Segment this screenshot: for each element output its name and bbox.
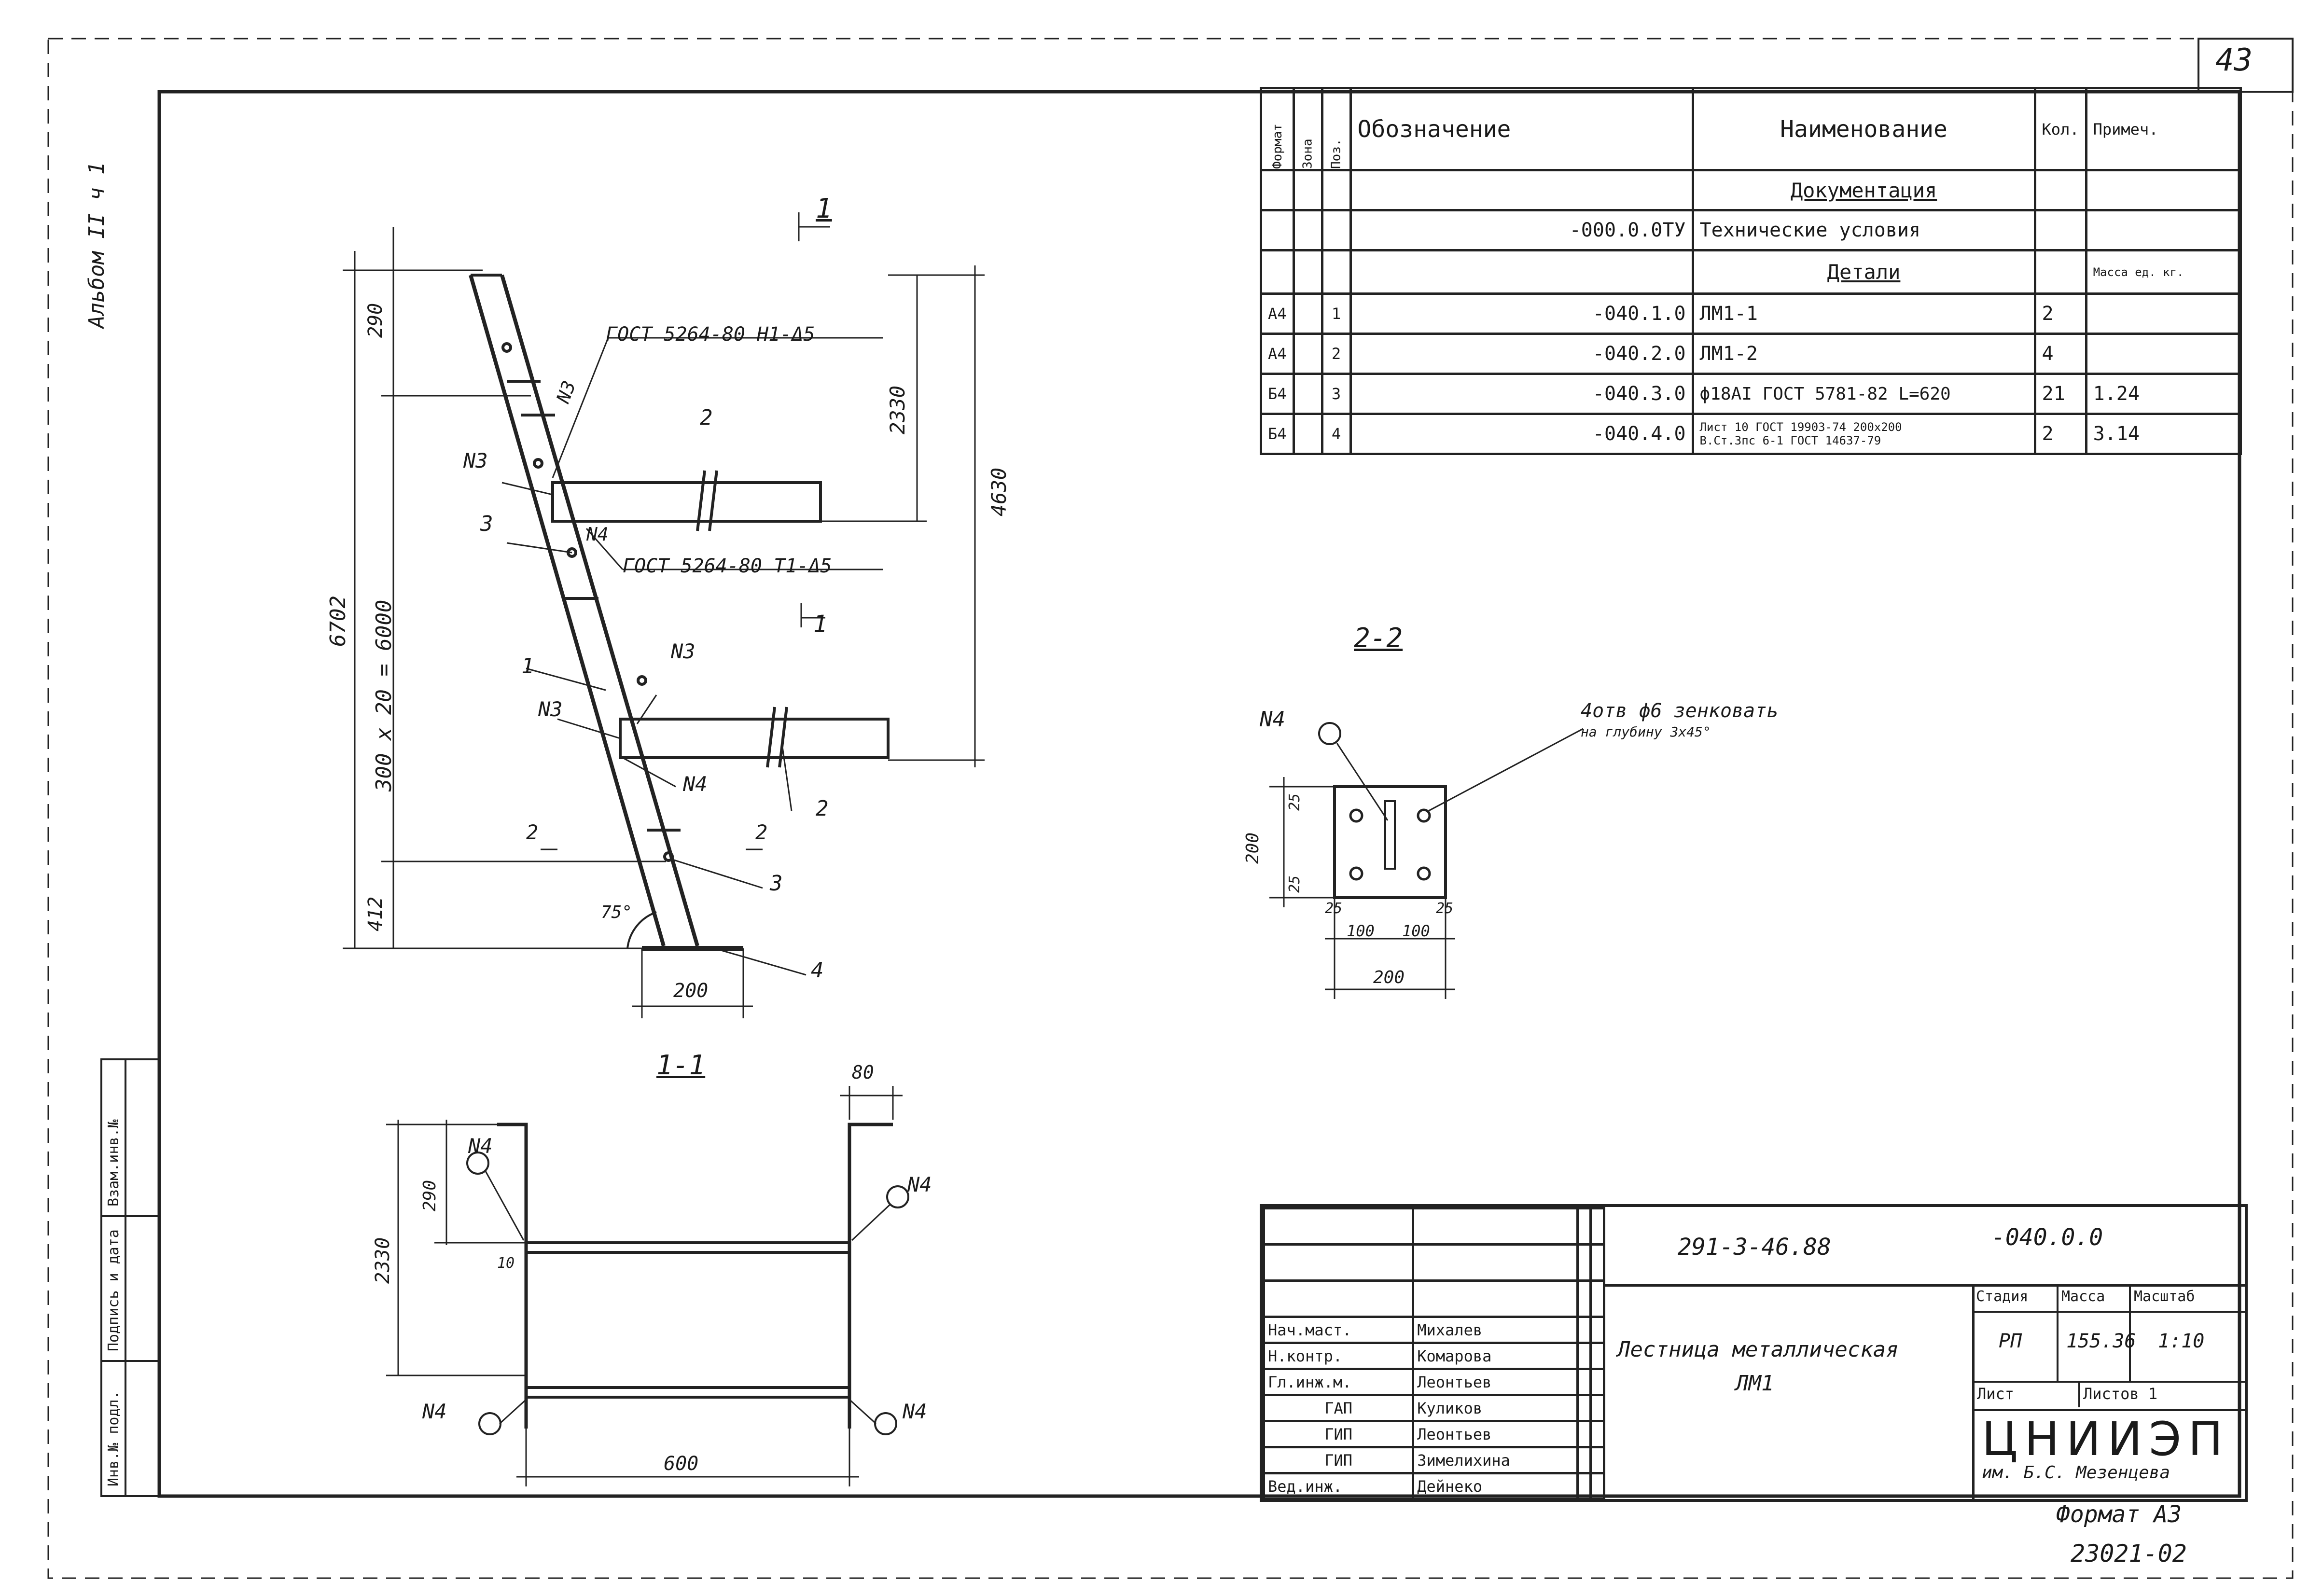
view-1-1-n4-b: N4 [907, 1173, 932, 1196]
dim-22-25-top: 25 [1286, 793, 1303, 811]
scale-value: 1:10 [2158, 1330, 2205, 1352]
dim-22-200-v: 200 [1243, 832, 1263, 864]
sheet-number-box [2198, 38, 2294, 93]
dim-11-2330: 2330 [372, 1237, 394, 1284]
dim-22-100-left: 100 [1347, 922, 1375, 940]
stage-value: РП [1999, 1330, 2022, 1352]
title-block: Нач.маст.Михалев Н.контр.Комарова Гл.инж… [1260, 1204, 2248, 1502]
signature-table: Нач.маст.Михалев Н.контр.Комарова Гл.инж… [1262, 1207, 1605, 1500]
view-1-1-n4-d: N4 [903, 1400, 927, 1423]
inventory-number: 23021-02 [2071, 1540, 2187, 1568]
sheets-label: Листов 1 [2083, 1385, 2158, 1403]
dim-11-600: 600 [664, 1453, 699, 1475]
section-docs: Документация [1691, 169, 2036, 211]
spec-header-row: Формат Зона Поз. Обозначение Наименовани… [1261, 87, 2242, 171]
stage-mass-scale: Стадия Масса Масштаб РП 155.36 1:10 [1972, 1284, 2245, 1381]
organization-logo: ЦНИИЭП [1982, 1412, 2230, 1466]
spec-row-2: А4 2 -040.2.0 ЛМ1-2 4 [1260, 333, 2242, 375]
dim-11-10: 10 [497, 1255, 515, 1272]
dim-22-25-right: 25 [1436, 900, 1454, 917]
view-1-1-n4-c: N4 [422, 1400, 447, 1423]
mass-value: 155.36 [2066, 1330, 2136, 1352]
cut-mark-2-right: 2 [755, 820, 768, 844]
outer-frame [47, 38, 2294, 1579]
drawing-title-line1: Лестница металлическая [1617, 1337, 1899, 1362]
dim-11-80: 80 [852, 1062, 874, 1083]
stamp-inv-label: Инв.№ подл. [105, 1390, 122, 1486]
mass-note: Масса ед. кг. [2085, 249, 2242, 295]
header-designation: Обозначение [1349, 87, 1694, 171]
dim-2330: 2330 [886, 385, 909, 434]
label-pos-2b: 2 [816, 796, 829, 821]
spec-section-parts: Детали Масса ед. кг. [1260, 249, 2242, 295]
view-2-2-n4: N4 [1260, 707, 1285, 732]
weld-note-top: ГОСТ 5264-80 Н1-Δ5 [606, 323, 815, 346]
view-2-2-title: 2-2 [1354, 623, 1403, 654]
doc-designation: -000.0.0ТУ [1349, 209, 1694, 251]
dim-200: 200 [673, 980, 709, 1002]
view-1-1-n4-a: N4 [468, 1134, 493, 1158]
view-1-1 [386, 1086, 909, 1486]
label-pos-2a: 2 [700, 405, 713, 430]
dim-290: 290 [364, 303, 387, 338]
view-2-2 [1269, 722, 1584, 999]
dim-22-100-right: 100 [1402, 922, 1430, 940]
countersink-note-2: на глубину 3x45° [1581, 724, 1711, 740]
sheet-number: 43 [2215, 42, 2253, 78]
inner-frame [157, 90, 2241, 1498]
drawing-code-suffix: -040.0.0 [1991, 1224, 2103, 1251]
header-zone: Зона [1294, 88, 1322, 170]
label-n3-c: N3 [671, 639, 695, 663]
header-format: Формат [1261, 88, 1294, 170]
header-pos: Поз. [1322, 88, 1351, 170]
label-n4-b: N4 [683, 772, 708, 796]
spec-row-4: Б4 4 -040.4.0 Лист 10 ГОСТ 19903-74 200x… [1260, 413, 2242, 455]
specification-table: Формат Зона Поз. Обозначение Наименовани… [1260, 87, 2242, 455]
spec-section-docs: Документация [1260, 169, 2242, 211]
drawing-code: 291-3-46.88 [1678, 1234, 1831, 1261]
spec-row-1: А4 1 -040.1.0 ЛМ1-1 2 [1260, 292, 2242, 335]
dim-6702: 6702 [326, 596, 350, 647]
elevation-dimensions [343, 212, 985, 1018]
spec-row-3: Б4 3 -040.3.0 ϕ18АI ГОСТ 5781-82 L=620 2… [1260, 373, 2242, 415]
label-n3-b: N3 [463, 449, 488, 472]
dim-412: 412 [364, 896, 387, 931]
dim-22-25-left: 25 [1325, 900, 1343, 917]
label-pos-4: 4 [811, 958, 824, 983]
dim-22-25-bottom: 25 [1286, 875, 1303, 893]
doc-name: Технические условия [1691, 209, 2036, 251]
view-1-1-title: 1-1 [656, 1050, 706, 1081]
sheet-label: Лист [1977, 1385, 2015, 1403]
label-pos-3a: 3 [480, 512, 493, 536]
format-label: Формат А3 [2056, 1501, 2182, 1528]
organization-sub: им. Б.С. Мезенцева [1982, 1463, 2170, 1483]
stamp-sign-label: Подпись и дата [105, 1229, 122, 1351]
stamp-exchange-label: Взам.инв.№ [105, 1119, 122, 1207]
dim-4630: 4630 [987, 467, 1011, 516]
header-qty: Кол. [2033, 87, 2087, 171]
header-name: Наименование [1691, 87, 2036, 171]
dim-6000: 300 x 20 = 6000 [372, 599, 396, 791]
drawing-title-line2: ЛМ1 [1736, 1371, 1774, 1396]
cut-mark-2-left: 2 [526, 820, 539, 844]
dim-11-290: 290 [420, 1180, 440, 1211]
angle-75: 75° [601, 902, 633, 922]
label-n4-a: N4 [586, 524, 609, 545]
section-parts: Детали [1691, 249, 2036, 295]
label-pos-1: 1 [521, 654, 534, 679]
countersink-note-1: 4отв ϕ6 зенковать [1581, 700, 1779, 722]
header-note: Примеч. [2085, 87, 2242, 171]
section-mark-top: 1 [816, 193, 832, 224]
section-mark-bottom: 1 [813, 611, 827, 638]
dim-22-200-h: 200 [1373, 968, 1405, 987]
album-label: Альбом II ч 1 [84, 162, 109, 328]
label-pos-3b: 3 [770, 871, 783, 896]
label-n3-d: N3 [538, 697, 563, 721]
weld-note-mid: ГОСТ 5264-80 Т1-Δ5 [623, 555, 832, 577]
spec-doc-row: -000.0.0ТУ Технические условия [1260, 209, 2242, 251]
